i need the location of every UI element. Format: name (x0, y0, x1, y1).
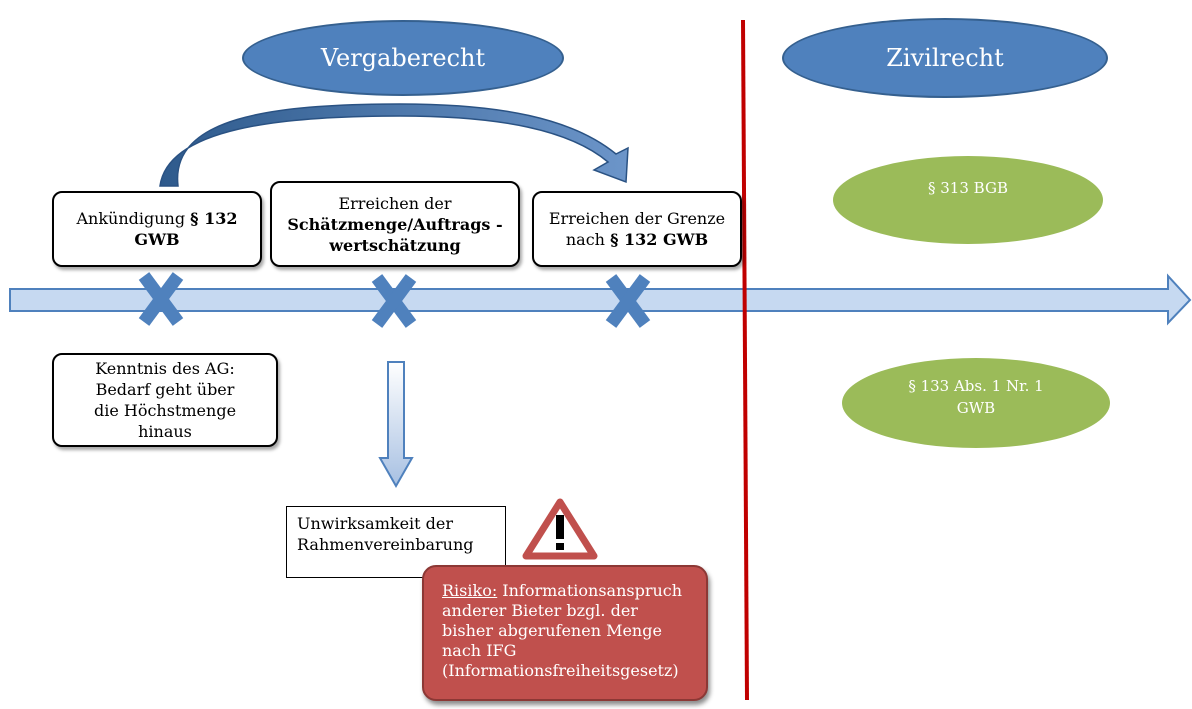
milestone-schaetzmenge: Erreichen der Schätzmenge/Auftrags -wert… (270, 181, 520, 267)
warning-triangle-icon (522, 498, 598, 560)
down-arrow (378, 361, 414, 489)
region-vergaberecht: Vergaberecht (242, 20, 564, 96)
milestone-ankuendigung: Ankündigung § 132 GWB (52, 191, 262, 267)
risk-label: Risiko: (442, 581, 498, 600)
kenntnis-box: Kenntnis des AG: Bedarf geht über die Hö… (52, 353, 278, 447)
risk-box: Risiko: Informationsanspruch anderer Bie… (422, 565, 708, 701)
risk-text: Informationsanspruch anderer Bieter bzgl… (442, 581, 683, 680)
milestone-grenze: Erreichen der Grenze nach § 132 GWB (532, 191, 742, 267)
x-marker-icon (605, 274, 651, 328)
x-marker-icon (138, 272, 184, 326)
x-marker-icon (371, 274, 417, 328)
civil-law-133-gwb: § 133 Abs. 1 Nr. 1 GWB (842, 358, 1110, 448)
civil-law-313-bgb: § 313 BGB (833, 156, 1103, 244)
region-vergaberecht-label: Vergaberecht (320, 44, 486, 72)
region-zivilrecht: Zivilrecht (782, 18, 1108, 98)
region-zivilrecht-label: Zivilrecht (886, 44, 1004, 72)
divider-line (741, 19, 749, 701)
timeline-arrow (9, 273, 1192, 326)
curved-arrow (159, 103, 629, 187)
